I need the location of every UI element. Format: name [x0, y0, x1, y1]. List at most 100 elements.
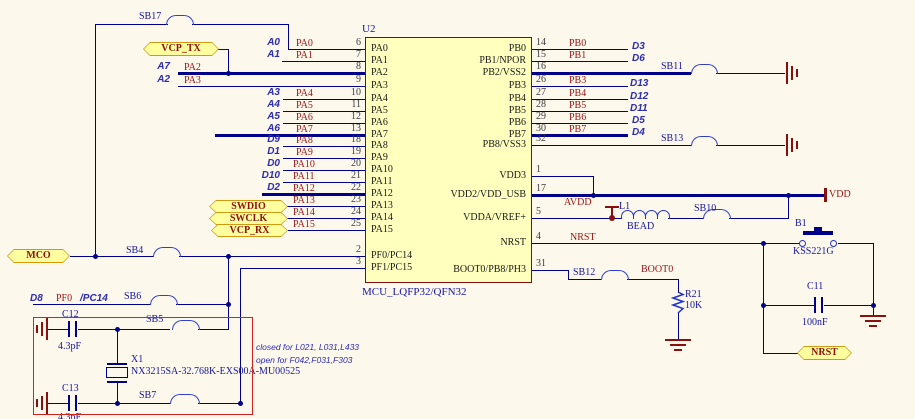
- label-d5: D5: [632, 115, 645, 126]
- wire: [48, 329, 68, 331]
- ground-bar: [865, 320, 881, 322]
- capacitor-c12-plate[interactable]: [68, 321, 70, 337]
- ground-bar: [860, 315, 886, 317]
- wire: [763, 305, 814, 307]
- wire: [95, 24, 97, 257]
- wire: [873, 305, 875, 315]
- ferrite-bead-l1-coil[interactable]: [657, 210, 670, 219]
- net-flag-label: VCP_RX: [229, 225, 270, 236]
- wire: [288, 24, 290, 50]
- push-button-b1-nub[interactable]: [814, 227, 822, 231]
- solder-bridge-sb6-arc[interactable]: [150, 295, 178, 305]
- label-sb6: SB6: [124, 291, 142, 302]
- ground-bar: [786, 134, 788, 156]
- push-button-b1-terminal[interactable]: [830, 240, 837, 247]
- label-pb7: PB7: [569, 124, 587, 135]
- crystal-x1-body[interactable]: [106, 367, 128, 378]
- label-bead: BEAD: [627, 221, 655, 232]
- chip-pin-number: 26: [536, 74, 546, 85]
- chip-pin-number: 3: [356, 256, 361, 267]
- chip-pin-name: PA15: [371, 224, 393, 235]
- chip-pin-number: 7: [356, 49, 361, 60]
- chip-pin-number: 24: [351, 206, 361, 217]
- wire: [532, 111, 628, 113]
- wire: [117, 382, 119, 404]
- junction-dot: [226, 254, 231, 259]
- wire: [228, 256, 230, 330]
- wire: [198, 329, 228, 331]
- ground-bar: [869, 325, 877, 327]
- wire: [532, 194, 825, 198]
- push-button-b1-terminal[interactable]: [799, 240, 806, 247]
- label-b1: B1: [795, 218, 807, 229]
- label-x1: X1: [131, 354, 144, 365]
- net-flag-vcp-rx[interactable]: VCP_RX: [211, 224, 288, 237]
- net-flag-fill: [798, 347, 851, 359]
- chip-pin-name: PB3: [508, 80, 526, 91]
- chip-pin-number: 17: [536, 183, 546, 194]
- wire: [283, 123, 365, 125]
- wire: [240, 268, 242, 404]
- capacitor-c11-plate[interactable]: [814, 297, 816, 313]
- wire: [288, 230, 365, 232]
- chip-pin-name: PA2: [371, 67, 388, 78]
- resistor-r21[interactable]: [670, 291, 686, 314]
- capacitor-c13-plate[interactable]: [68, 395, 70, 411]
- solder-bridge-sb4-arc[interactable]: [153, 247, 181, 257]
- label-sb4: SB4: [126, 245, 144, 256]
- solder-bridge-sb12-arc[interactable]: [601, 270, 629, 280]
- mcu-symbol[interactable]: [365, 37, 532, 283]
- junction-dot: [591, 193, 596, 198]
- chip-pin-name: PF1/PC15: [371, 262, 413, 273]
- capacitor-c11-plate[interactable]: [821, 297, 823, 313]
- wire: [716, 73, 785, 75]
- wire: [532, 49, 628, 51]
- label--pc14: /PC14: [80, 293, 108, 304]
- crystal-x1-plate[interactable]: [107, 381, 127, 383]
- wire: [78, 403, 170, 405]
- chip-pin-name: PA13: [371, 200, 393, 211]
- ground-bar: [36, 325, 38, 333]
- label-a2: A2: [157, 74, 170, 85]
- chip-pin-number: 27: [536, 87, 546, 98]
- net-flag-vcp-tx[interactable]: VCP_TX: [143, 42, 219, 56]
- ground-bar: [791, 66, 793, 80]
- solder-bridge-sb13-arc[interactable]: [691, 136, 718, 146]
- chip-pin-name: PA1: [371, 55, 388, 66]
- label-pa14: PA14: [293, 207, 315, 218]
- wire: [532, 86, 628, 88]
- wire: [729, 218, 788, 220]
- chip-pin-name: PA7: [371, 129, 388, 140]
- net-flag-mco[interactable]: MCO: [7, 249, 70, 263]
- push-button-b1-bar[interactable]: [803, 231, 833, 235]
- net-flag-swdio[interactable]: SWDIO: [209, 200, 288, 213]
- wire: [240, 268, 365, 270]
- label-pa4: PA4: [296, 88, 313, 99]
- ground-bar: [41, 322, 43, 336]
- chip-pin-name: PB1/NPOR: [479, 55, 526, 66]
- label-pa8: PA8: [296, 135, 313, 146]
- wire: [763, 353, 798, 355]
- label-a0: A0: [267, 37, 280, 48]
- label-pa6: PA6: [296, 112, 313, 123]
- capacitor-c13-plate[interactable]: [75, 395, 77, 411]
- label-d6: D6: [632, 53, 645, 64]
- wire: [763, 243, 765, 354]
- label-c11: C11: [807, 281, 824, 292]
- net-flag-swclk[interactable]: SWCLK: [209, 212, 288, 225]
- junction-dot: [761, 303, 766, 308]
- capacitor-c12-plate[interactable]: [75, 321, 77, 337]
- wire: [283, 182, 365, 184]
- wire: [532, 218, 622, 220]
- label-pa7: PA7: [296, 124, 313, 135]
- solder-bridge-sb11-arc[interactable]: [691, 64, 718, 74]
- wire: [262, 193, 365, 197]
- label-d4: D4: [632, 127, 645, 138]
- label-r21: R21: [685, 289, 702, 300]
- wire: [532, 243, 799, 245]
- crystal-x1-plate[interactable]: [107, 363, 127, 365]
- net-flag-nrst[interactable]: NRST: [797, 346, 852, 360]
- wire: [78, 329, 170, 331]
- label-nrst: NRST: [570, 232, 596, 243]
- solder-bridge-sb17-arc[interactable]: [166, 15, 194, 25]
